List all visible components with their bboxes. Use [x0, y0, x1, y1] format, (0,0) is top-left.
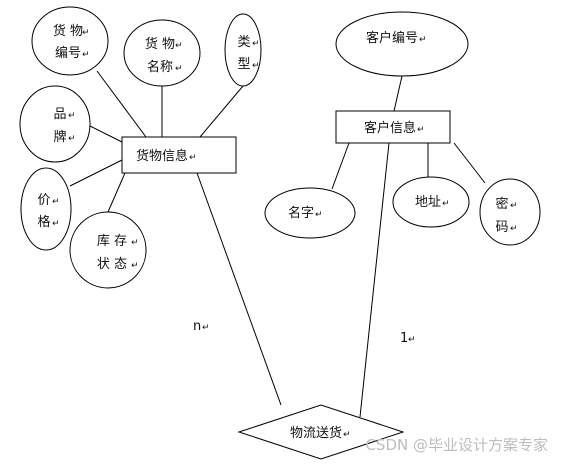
attr-goods-type-line1: 类 — [237, 35, 250, 50]
relationship-logistics-delivery — [237, 404, 405, 460]
paragraph-mark-customer-address: ↵ — [442, 199, 450, 209]
attr-goods-number — [31, 6, 109, 76]
paragraph-marks: ↵ ↵ ↵ ↵ ↵ ↵ ↵ ↵ ↵ ↵ ↵ ↵ ↵ ↵ ↵ ↵ ↵ ↵ ↵ ↵ … — [52, 28, 518, 440]
edge-customer-relationship — [359, 142, 390, 418]
attr-customer-name-label: 名字 — [288, 205, 314, 221]
edge-customer-number — [393, 75, 403, 112]
paragraph-mark-cardinality-n: ↵ — [202, 323, 210, 333]
attr-customer-address-label: 地址 — [415, 195, 441, 210]
paragraph-mark-goods-brand-2: ↵ — [68, 134, 76, 144]
attr-customer-number-label: 客户编号 — [366, 30, 418, 46]
attr-goods-number-line2: 编号 — [55, 46, 81, 61]
attr-goods-stock-status-line2: 状 态 — [97, 257, 127, 272]
paragraph-mark-goods-number-2: ↵ — [82, 50, 90, 60]
attr-customer-password — [479, 178, 541, 246]
csdn-watermark: CSDN @毕业设计方案专家 — [365, 436, 548, 454]
attr-goods-type — [224, 13, 262, 87]
paragraph-mark-goods-price-1: ↵ — [52, 197, 60, 207]
attr-customer-password-line1: 密 — [495, 196, 508, 212]
edge-goods-relationship — [196, 172, 282, 406]
edge-goods-price — [69, 159, 123, 187]
entity-goods-info-label: 货物信息 — [136, 148, 188, 164]
attr-goods-price-line1: 价 — [37, 193, 50, 208]
paragraph-mark-goods-type-2: ↵ — [252, 61, 260, 71]
attr-customer-address — [392, 176, 470, 228]
cardinality-goods-side: n — [193, 319, 201, 334]
attr-goods-stock-status — [69, 211, 147, 289]
attr-goods-type-line2: 型 — [237, 57, 250, 72]
paragraph-mark-cardinality-1: ↵ — [408, 335, 416, 345]
edge-goods-number — [96, 70, 147, 138]
attr-goods-name-line2: 名称 — [147, 59, 173, 75]
attr-customer-number — [335, 11, 469, 77]
paragraph-mark-goods-info: ↵ — [189, 153, 197, 163]
paragraph-mark-goods-price-2: ↵ — [52, 219, 60, 229]
entity-customer-info — [335, 110, 451, 144]
attr-goods-name-line1: 货 物 — [145, 36, 175, 52]
attr-customer-password-line2: 码 — [495, 220, 508, 235]
connector-lines — [69, 70, 486, 418]
paragraph-mark-customer-password-2: ↵ — [510, 224, 518, 234]
paragraph-mark-relationship: ↵ — [343, 430, 351, 440]
cardinality-customer-side: 1 — [400, 331, 408, 346]
edge-customer-password — [453, 142, 486, 184]
paragraph-mark-customer-name: ↵ — [315, 210, 323, 220]
attr-goods-name — [123, 19, 201, 87]
paragraph-mark-goods-number-1: ↵ — [82, 28, 90, 38]
attr-customer-name — [264, 187, 356, 239]
paragraph-mark-customer-info: ↵ — [417, 125, 425, 135]
paragraph-mark-customer-number: ↵ — [419, 35, 427, 45]
edge-customer-name — [331, 142, 350, 190]
paragraph-mark-goods-stock-1: ↵ — [131, 238, 139, 248]
edge-goods-stock — [107, 172, 126, 213]
entity-goods-info — [121, 136, 237, 174]
attr-goods-stock-status-line1: 库 存 — [97, 233, 127, 249]
paragraph-mark-goods-brand-1: ↵ — [68, 111, 76, 121]
paragraph-mark-goods-name-1: ↵ — [175, 41, 183, 51]
entity-customer-info-label: 客户信息 — [364, 120, 416, 136]
edge-goods-brand — [89, 125, 123, 143]
edge-goods-type — [199, 85, 244, 138]
paragraph-mark-customer-password-1: ↵ — [510, 201, 518, 211]
paragraph-mark-goods-name-2: ↵ — [175, 64, 183, 74]
attr-goods-number-line1: 货 物 — [53, 23, 83, 39]
paragraph-mark-goods-type-1: ↵ — [252, 39, 260, 49]
relationship-logistics-delivery-label: 物流送货 — [290, 425, 342, 441]
attr-goods-brand-line1: 品 — [53, 107, 66, 122]
attr-goods-brand — [19, 85, 91, 163]
attr-goods-price-line2: 格 — [37, 214, 50, 230]
paragraph-mark-goods-stock-2: ↵ — [131, 261, 139, 271]
attr-goods-price — [20, 167, 72, 251]
attr-goods-brand-line2: 牌 — [53, 129, 66, 145]
